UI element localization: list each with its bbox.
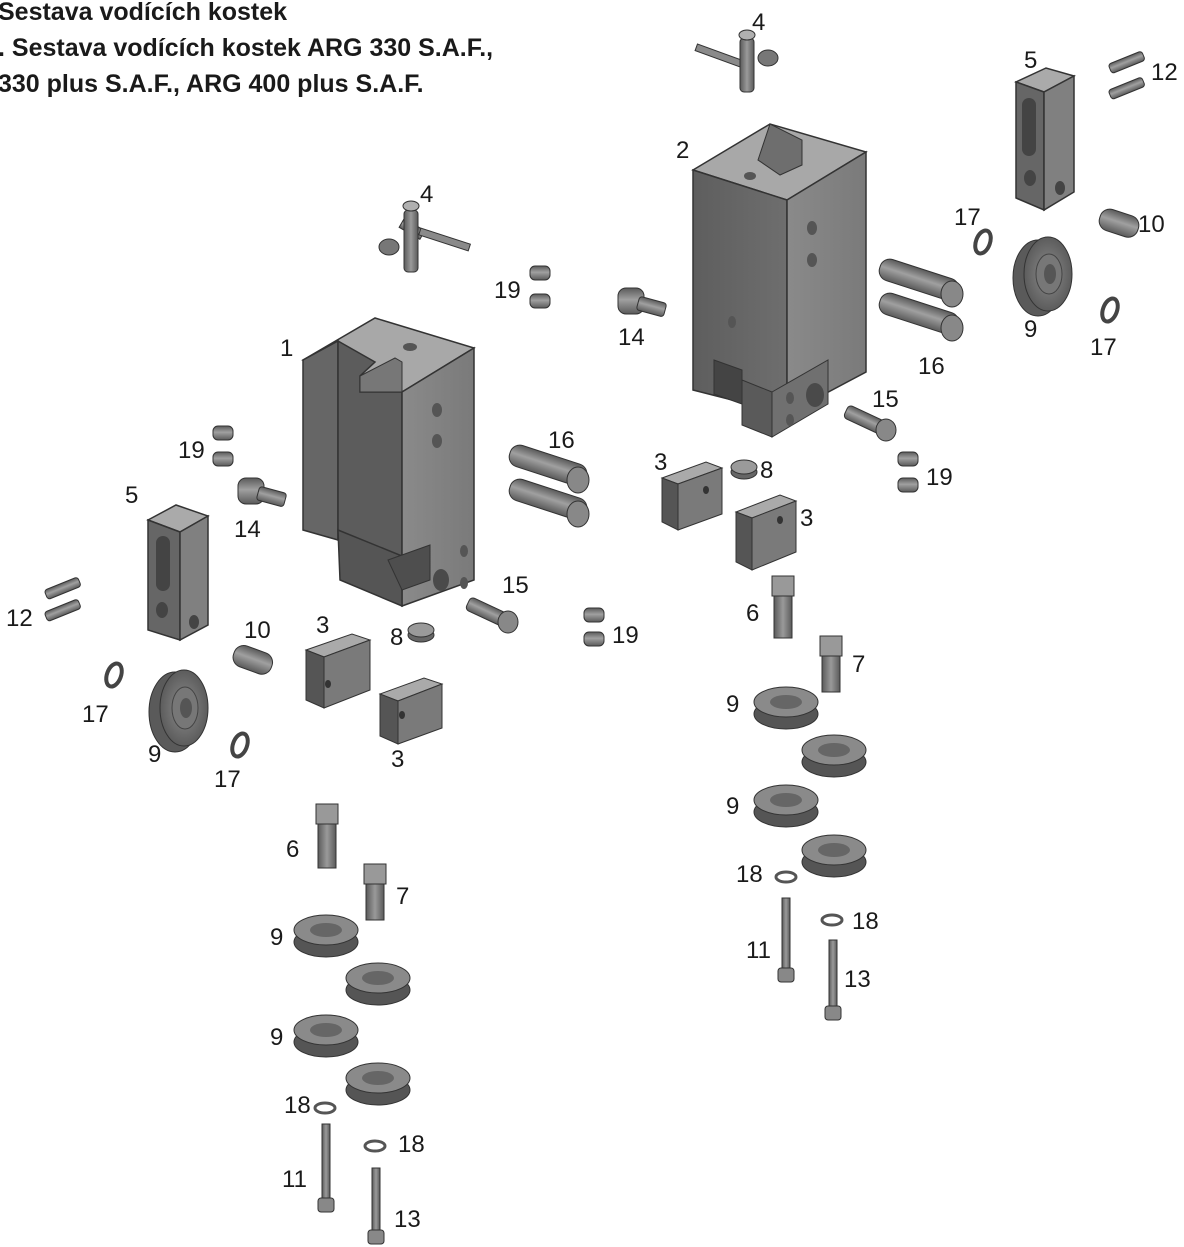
part-19-set-screws-right-upper	[529, 265, 551, 309]
callout-9-right-a: 9	[726, 691, 739, 718]
callout-19-left-lower: 19	[612, 622, 639, 649]
callout-13-right: 13	[844, 966, 871, 993]
part-17-rings-right	[973, 228, 1120, 324]
callout-13-left: 13	[394, 1206, 421, 1233]
callout-6-right: 6	[746, 600, 759, 627]
callout-14-left: 14	[234, 516, 261, 543]
part-3-guide-jaws-left	[304, 633, 444, 745]
part-13-bolt-left	[367, 1167, 385, 1245]
part-11-bolt-left	[317, 1123, 335, 1213]
part-13-bolt-right	[824, 939, 842, 1021]
title-block: Sestava vodících kostek . Sestava vodící…	[0, 0, 493, 102]
callout-11-right: 11	[746, 937, 771, 964]
callout-18-left-b: 18	[398, 1131, 425, 1158]
part-14-screw-right	[617, 287, 667, 317]
callout-18-left-a: 18	[284, 1092, 311, 1119]
callout-3-right-a: 3	[654, 449, 667, 476]
callouts: 1 4 19 14 16 5 12 10 3 8 15 19 17 9 17 3…	[6, 9, 1178, 1233]
callout-8-left: 8	[390, 624, 403, 651]
callout-15-right: 15	[872, 386, 899, 413]
part-1-guide-block-left	[301, 317, 476, 608]
part-6-shaft-right	[771, 575, 795, 639]
callout-9-right-b: 9	[726, 793, 739, 820]
part-14-screw-left	[237, 477, 287, 507]
part-9-bearing-left-side	[148, 669, 209, 753]
callout-7-right: 7	[852, 651, 865, 678]
callout-19-left-upper: 19	[178, 437, 205, 464]
callout-17-right-a: 17	[954, 204, 981, 231]
part-8-disc-right	[730, 459, 758, 480]
callout-15-left: 15	[502, 572, 529, 599]
part-16-bolts-right	[878, 258, 964, 342]
callout-7-left: 7	[396, 883, 409, 910]
callout-9-left-side: 9	[148, 741, 161, 768]
part-19-set-screws-left-lower	[583, 607, 605, 647]
part-15-screw-right	[843, 405, 897, 442]
part-5-bracket-left	[146, 504, 210, 642]
part-5-bracket-right	[1014, 67, 1076, 212]
title-line-2: . Sestava vodících kostek ARG 330 S.A.F.…	[0, 34, 494, 62]
callout-16-right: 16	[918, 353, 945, 380]
callout-10-left: 10	[244, 617, 271, 644]
callout-14-right: 14	[618, 324, 645, 351]
callout-11-left: 11	[282, 1166, 307, 1193]
callout-12-right: 12	[1151, 59, 1178, 86]
callout-8-right: 8	[760, 457, 773, 484]
part-8-disc-left	[407, 622, 435, 643]
part-10-pin-left	[232, 644, 274, 675]
title-line-3: 330 plus S.A.F., ARG 400 plus S.A.F.	[0, 70, 424, 98]
callout-3-right-b: 3	[800, 505, 813, 532]
part-7-shaft-right	[819, 635, 843, 693]
part-9-bearings-left-stack	[293, 914, 411, 1106]
callout-5-right: 5	[1024, 47, 1037, 74]
part-17-rings-left	[104, 661, 250, 759]
part-7-shaft-left	[363, 863, 387, 921]
callout-4-right: 4	[752, 9, 765, 36]
callout-6-left: 6	[286, 836, 299, 863]
part-9-bearings-right-stack	[753, 686, 867, 878]
part-19-set-screws-left-upper	[212, 425, 234, 467]
part-18-washers-right	[774, 870, 844, 927]
callout-18-right-a: 18	[736, 861, 763, 888]
part-2-guide-block-right	[691, 123, 868, 438]
callout-19-right-lower: 19	[926, 464, 953, 491]
part-4-grease-fitting-right	[694, 29, 779, 93]
callout-10-right: 10	[1138, 211, 1165, 238]
callout-2: 2	[676, 137, 689, 164]
part-11-bolt-right	[777, 897, 795, 983]
callout-16-left: 16	[548, 427, 575, 454]
callout-18-right-b: 18	[852, 908, 879, 935]
part-10-pin-right	[1098, 208, 1140, 238]
title-line-1: Sestava vodících kostek	[0, 0, 288, 26]
callout-17-left-b: 17	[214, 766, 241, 793]
part-12-screws-left	[44, 577, 81, 622]
callout-17-right-b: 17	[1090, 334, 1117, 361]
callout-19-right-upper: 19	[494, 277, 521, 304]
callout-3-left-a: 3	[316, 612, 329, 639]
part-12-screws-right	[1108, 51, 1145, 100]
callout-3-left-b: 3	[391, 746, 404, 773]
part-9-bearing-right-side	[1012, 236, 1073, 317]
callout-9-left-a: 9	[270, 924, 283, 951]
callout-9-left-b: 9	[270, 1024, 283, 1051]
part-3-guide-jaws-right	[660, 461, 798, 571]
callout-1: 1	[280, 335, 293, 362]
callout-5-left: 5	[125, 482, 138, 509]
part-6-shaft-left	[315, 803, 339, 869]
part-18-washers-left	[313, 1101, 387, 1153]
part-19-set-screws-right-lower	[897, 451, 919, 493]
part-15-screw-left	[465, 597, 519, 634]
callout-17-left-a: 17	[82, 701, 109, 728]
part-16-bolts-left	[508, 444, 590, 528]
callout-9-right-side: 9	[1024, 316, 1037, 343]
callout-12-left: 12	[6, 605, 33, 632]
part-4-grease-fitting-left	[378, 200, 472, 273]
callout-4-left: 4	[420, 181, 433, 208]
